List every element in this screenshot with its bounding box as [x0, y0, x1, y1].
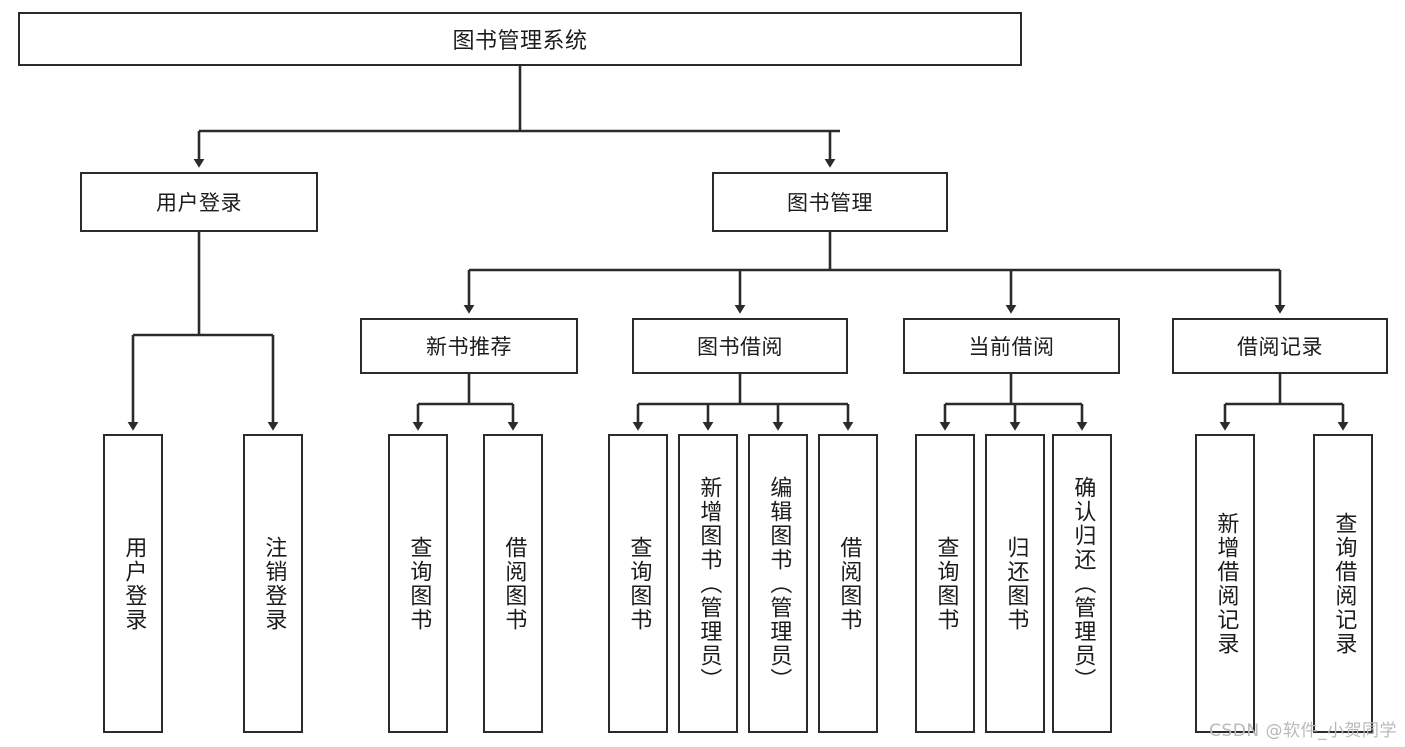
leaf-borrow-book[interactable]: 借阅图书 — [818, 434, 878, 733]
leaf-borrow-book-recommend[interactable]: 借阅图书 — [483, 434, 543, 733]
node-user-login[interactable]: 用户登录 — [80, 172, 318, 232]
watermark-text: CSDN @软件_小贺同学 — [1209, 721, 1397, 741]
leaf-query-book-recommend[interactable]: 查询图书 — [388, 434, 448, 733]
leaf-query-book-current[interactable]: 查询图书 — [915, 434, 975, 733]
node-root-system[interactable]: 图书管理系统 — [18, 12, 1022, 66]
leaf-user-login[interactable]: 用户登录 — [103, 434, 163, 733]
leaf-query-book-borrow[interactable]: 查询图书 — [608, 434, 668, 733]
leaf-logout[interactable]: 注销登录 — [243, 434, 303, 733]
leaf-edit-book-admin[interactable]: 编辑图书（管理员） — [748, 434, 808, 733]
leaf-confirm-return-admin[interactable]: 确认归还（管理员） — [1052, 434, 1112, 733]
leaf-add-book-admin[interactable]: 新增图书（管理员） — [678, 434, 738, 733]
node-book-borrow[interactable]: 图书借阅 — [632, 318, 848, 374]
node-book-management[interactable]: 图书管理 — [712, 172, 948, 232]
leaf-add-borrow-record[interactable]: 新增借阅记录 — [1195, 434, 1255, 733]
node-current-borrow[interactable]: 当前借阅 — [903, 318, 1120, 374]
leaf-query-borrow-record[interactable]: 查询借阅记录 — [1313, 434, 1373, 733]
leaf-return-book[interactable]: 归还图书 — [985, 434, 1045, 733]
node-borrow-records[interactable]: 借阅记录 — [1172, 318, 1388, 374]
node-new-book-recommend[interactable]: 新书推荐 — [360, 318, 578, 374]
